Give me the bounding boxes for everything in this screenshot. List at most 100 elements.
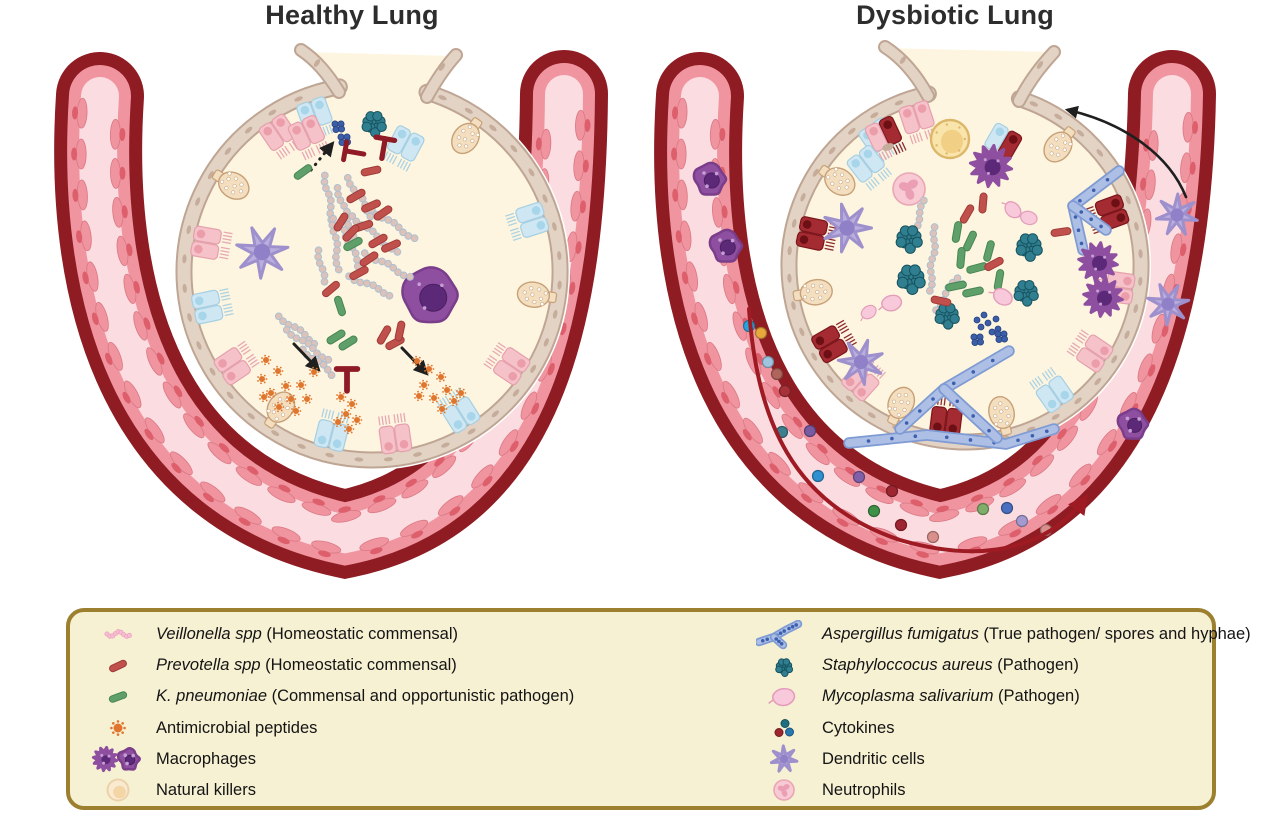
antimicrobial-peptide — [437, 403, 448, 415]
staphylococcus-cluster — [934, 303, 960, 330]
endothelial-nucleus — [1189, 161, 1196, 175]
aspergillus-spores — [973, 311, 1002, 336]
legend-item-aspergillus: Aspergillus fumigatus (True pathogen/ sp… — [754, 619, 1251, 650]
ciliated-epithelial-cell-pair — [287, 115, 330, 161]
endothelial-nucleus — [1003, 477, 1015, 487]
neutrophils-icon — [756, 775, 812, 805]
endothelial-nucleus — [876, 485, 889, 494]
wall-nucleus — [1026, 426, 1036, 432]
endothelial-nucleus — [238, 517, 251, 526]
wall-nucleus — [1029, 101, 1038, 107]
endothelial-nucleus — [71, 147, 78, 161]
wall-nucleus — [438, 63, 446, 71]
wall-nucleus — [812, 168, 819, 177]
legend-column-left: Veillonella spp (Homeostatic commensal) … — [70, 619, 646, 806]
prevotella-rod — [361, 199, 381, 213]
legend-descriptor: Neutrophils — [822, 780, 906, 799]
antimicrobial-peptide — [309, 366, 320, 378]
wall-nucleus — [209, 367, 216, 376]
legend-item-staphyloccocus: Staphyloccocus aureus (Pathogen) — [756, 650, 1251, 681]
k-pneumoniae-rod — [338, 335, 358, 351]
legend-item-mycoplasma: Mycoplasma salivarium (Pathogen) — [756, 681, 1251, 712]
k-pneumoniae-rod — [962, 286, 984, 298]
endothelial-nucleus — [143, 317, 151, 330]
ciliated-epithelial-cell-pair — [483, 342, 531, 386]
wall-nucleus — [791, 219, 797, 228]
wall-nucleus — [491, 410, 500, 418]
k-pneumoniae-rod — [951, 221, 963, 243]
k-pneumoniae-rod — [956, 247, 966, 269]
mycoplasma-cell — [878, 294, 903, 312]
wall-nucleus — [1138, 276, 1143, 286]
k-pneumoniae-rod — [945, 280, 967, 292]
veillonella-chain — [314, 246, 329, 286]
natural-killers-icon — [106, 778, 130, 802]
duct-wall-horn-fill — [880, 42, 933, 101]
antimicrobial-peptide — [352, 414, 363, 426]
lung-diagram — [54, 40, 1216, 579]
staphylococcus-cluster — [775, 657, 794, 677]
natural-killer-goblet-cell — [988, 395, 1015, 437]
natural-killers-icon — [90, 775, 146, 805]
mycoplasma-icon — [768, 687, 796, 707]
dendritic-cells-icon — [769, 744, 799, 773]
endothelial-nucleus — [742, 429, 752, 441]
neutrophil — [892, 172, 926, 206]
cytokine — [852, 470, 866, 484]
mucus-laden-cell — [929, 118, 971, 160]
wall-nucleus — [182, 254, 187, 264]
antimicrobial-peptide — [347, 398, 358, 410]
antimicrobial-peptide — [261, 354, 272, 366]
antimicrobial-peptide — [281, 380, 292, 392]
staphylococcus-cluster — [895, 225, 923, 254]
prevotella-rod — [984, 256, 1004, 272]
macrophage — [708, 228, 744, 263]
wall-nucleus — [1054, 113, 1063, 120]
endothelial-nucleus — [675, 230, 682, 244]
wall-nucleus — [186, 225, 192, 235]
endothelial-nucleus — [173, 385, 183, 398]
endothelial-nucleus — [405, 478, 417, 488]
endothelial-nucleus — [1192, 121, 1199, 134]
endothelial-nucleus — [278, 484, 291, 493]
legend-column-right: Aspergillus fumigatus (True pathogen/ sp… — [646, 619, 1251, 806]
wall-nucleus — [441, 442, 450, 448]
prevotella-rod — [381, 239, 401, 253]
endothelial-nucleus — [373, 495, 386, 503]
endothelial-nucleus — [509, 440, 519, 453]
endothelial-nucleus — [721, 205, 728, 219]
k-pneumoniae-rod — [983, 240, 995, 262]
wall-nucleus — [557, 251, 562, 261]
healthy-contents — [235, 111, 467, 435]
wall-nucleus — [845, 395, 854, 403]
dysbiotic-lung-title: Dysbiotic Lung — [856, 0, 1054, 30]
endothelial-nucleus — [582, 159, 589, 173]
cytokine — [976, 502, 990, 516]
aspergillus-hypha — [938, 383, 1003, 444]
legend-species: Staphyloccocus aureus — [822, 656, 993, 675]
dendritic-cell — [1146, 283, 1191, 327]
prevotella-rod — [978, 192, 988, 214]
wall-nucleus — [182, 283, 187, 293]
ciliated-epithelial-cell-pair — [313, 408, 350, 452]
endothelial-nucleus — [76, 230, 83, 244]
antimicrobial-peptide — [442, 384, 453, 396]
cytokine — [1000, 501, 1014, 515]
k-pneumoniae-rod — [293, 164, 313, 180]
ciliated-epithelial-cell-pair — [1029, 366, 1074, 413]
wall-nucleus — [811, 352, 818, 361]
legend-descriptor: (Homeostatic commensal) — [261, 625, 459, 644]
legend-species: Prevotella spp — [156, 656, 261, 675]
aspergillus-icon — [754, 619, 803, 649]
wall-nucleus — [787, 273, 792, 283]
wall-nucleus — [557, 280, 562, 290]
cytokines-icon — [774, 719, 794, 738]
wall-nucleus — [467, 428, 476, 435]
duct-wall-horn-fill — [422, 50, 461, 102]
endothelial-nucleus — [312, 498, 325, 506]
wall-nucleus — [438, 95, 447, 101]
macrophage — [1116, 407, 1150, 440]
wall-nucleus — [464, 107, 473, 114]
aspergillus-hypha — [754, 619, 803, 646]
spore-pair — [970, 333, 985, 346]
